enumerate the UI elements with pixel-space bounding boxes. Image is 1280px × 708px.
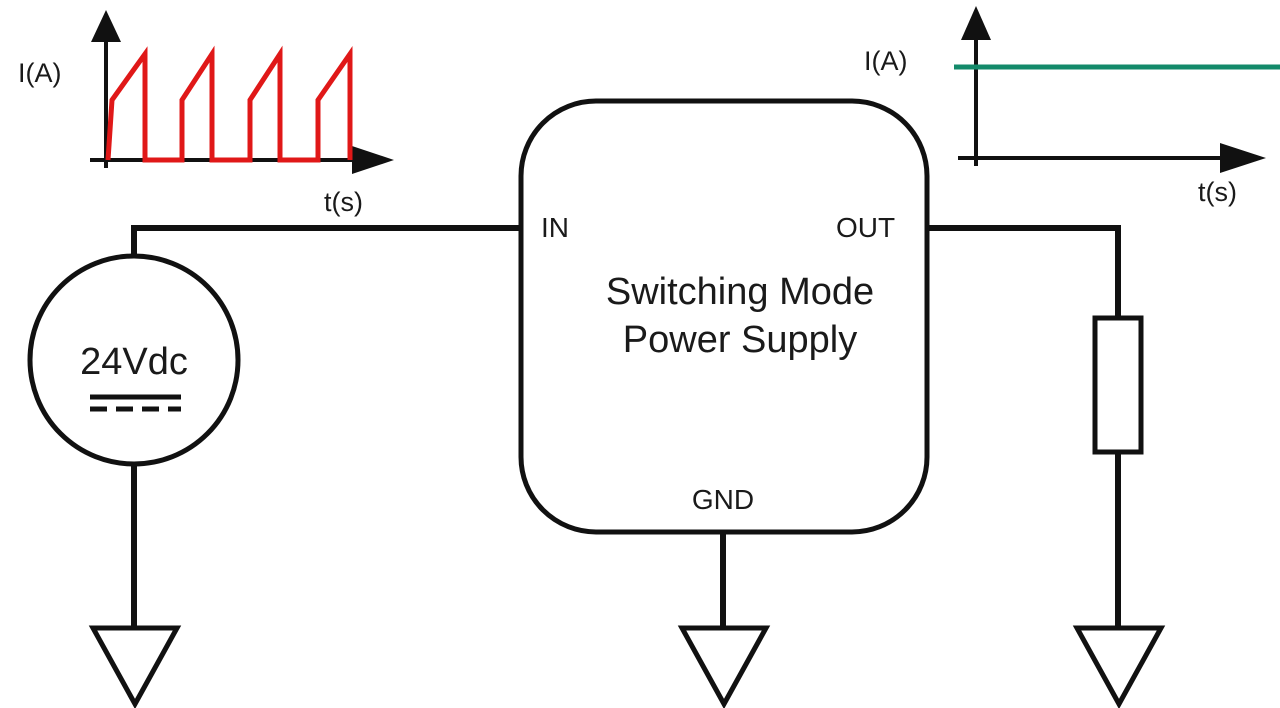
smps-box bbox=[518, 98, 930, 535]
dc-voltage-source: 24Vdc bbox=[27, 253, 241, 467]
smps-out-label: OUT bbox=[836, 212, 895, 243]
input-ylabel: I(A) bbox=[18, 58, 62, 88]
ground-icon-smps bbox=[677, 625, 771, 708]
input-y-arrow bbox=[91, 10, 121, 42]
input-wire bbox=[131, 225, 523, 261]
output-x-arrow bbox=[1220, 143, 1266, 173]
wires bbox=[131, 225, 1121, 633]
ground-icon-load bbox=[1072, 625, 1166, 708]
load-resistor bbox=[1092, 315, 1144, 455]
smps-title-line1: Switching Mode bbox=[606, 271, 874, 313]
output-ylabel: I(A) bbox=[864, 46, 908, 76]
source-label: 24Vdc bbox=[80, 341, 188, 383]
output-y-arrow bbox=[961, 6, 991, 40]
output-current-graph: I(A) t(s) bbox=[864, 6, 1280, 207]
smps-title-line2: Power Supply bbox=[623, 319, 857, 361]
input-xlabel: t(s) bbox=[324, 187, 363, 217]
smps-block: Switching Mode Power Supply IN OUT GND bbox=[518, 98, 930, 535]
output-wire bbox=[923, 225, 1121, 321]
source-circle bbox=[27, 253, 241, 467]
smps-in-label: IN bbox=[541, 212, 569, 243]
input-x-arrow bbox=[352, 146, 394, 174]
dc-symbol-icon bbox=[90, 394, 181, 412]
output-xlabel: t(s) bbox=[1198, 177, 1237, 207]
ground-icon-source bbox=[88, 625, 182, 708]
input-current-graph: I(A) t(s) bbox=[18, 10, 394, 217]
input-current-trace bbox=[105, 45, 353, 163]
smps-gnd-label: GND bbox=[692, 484, 754, 515]
